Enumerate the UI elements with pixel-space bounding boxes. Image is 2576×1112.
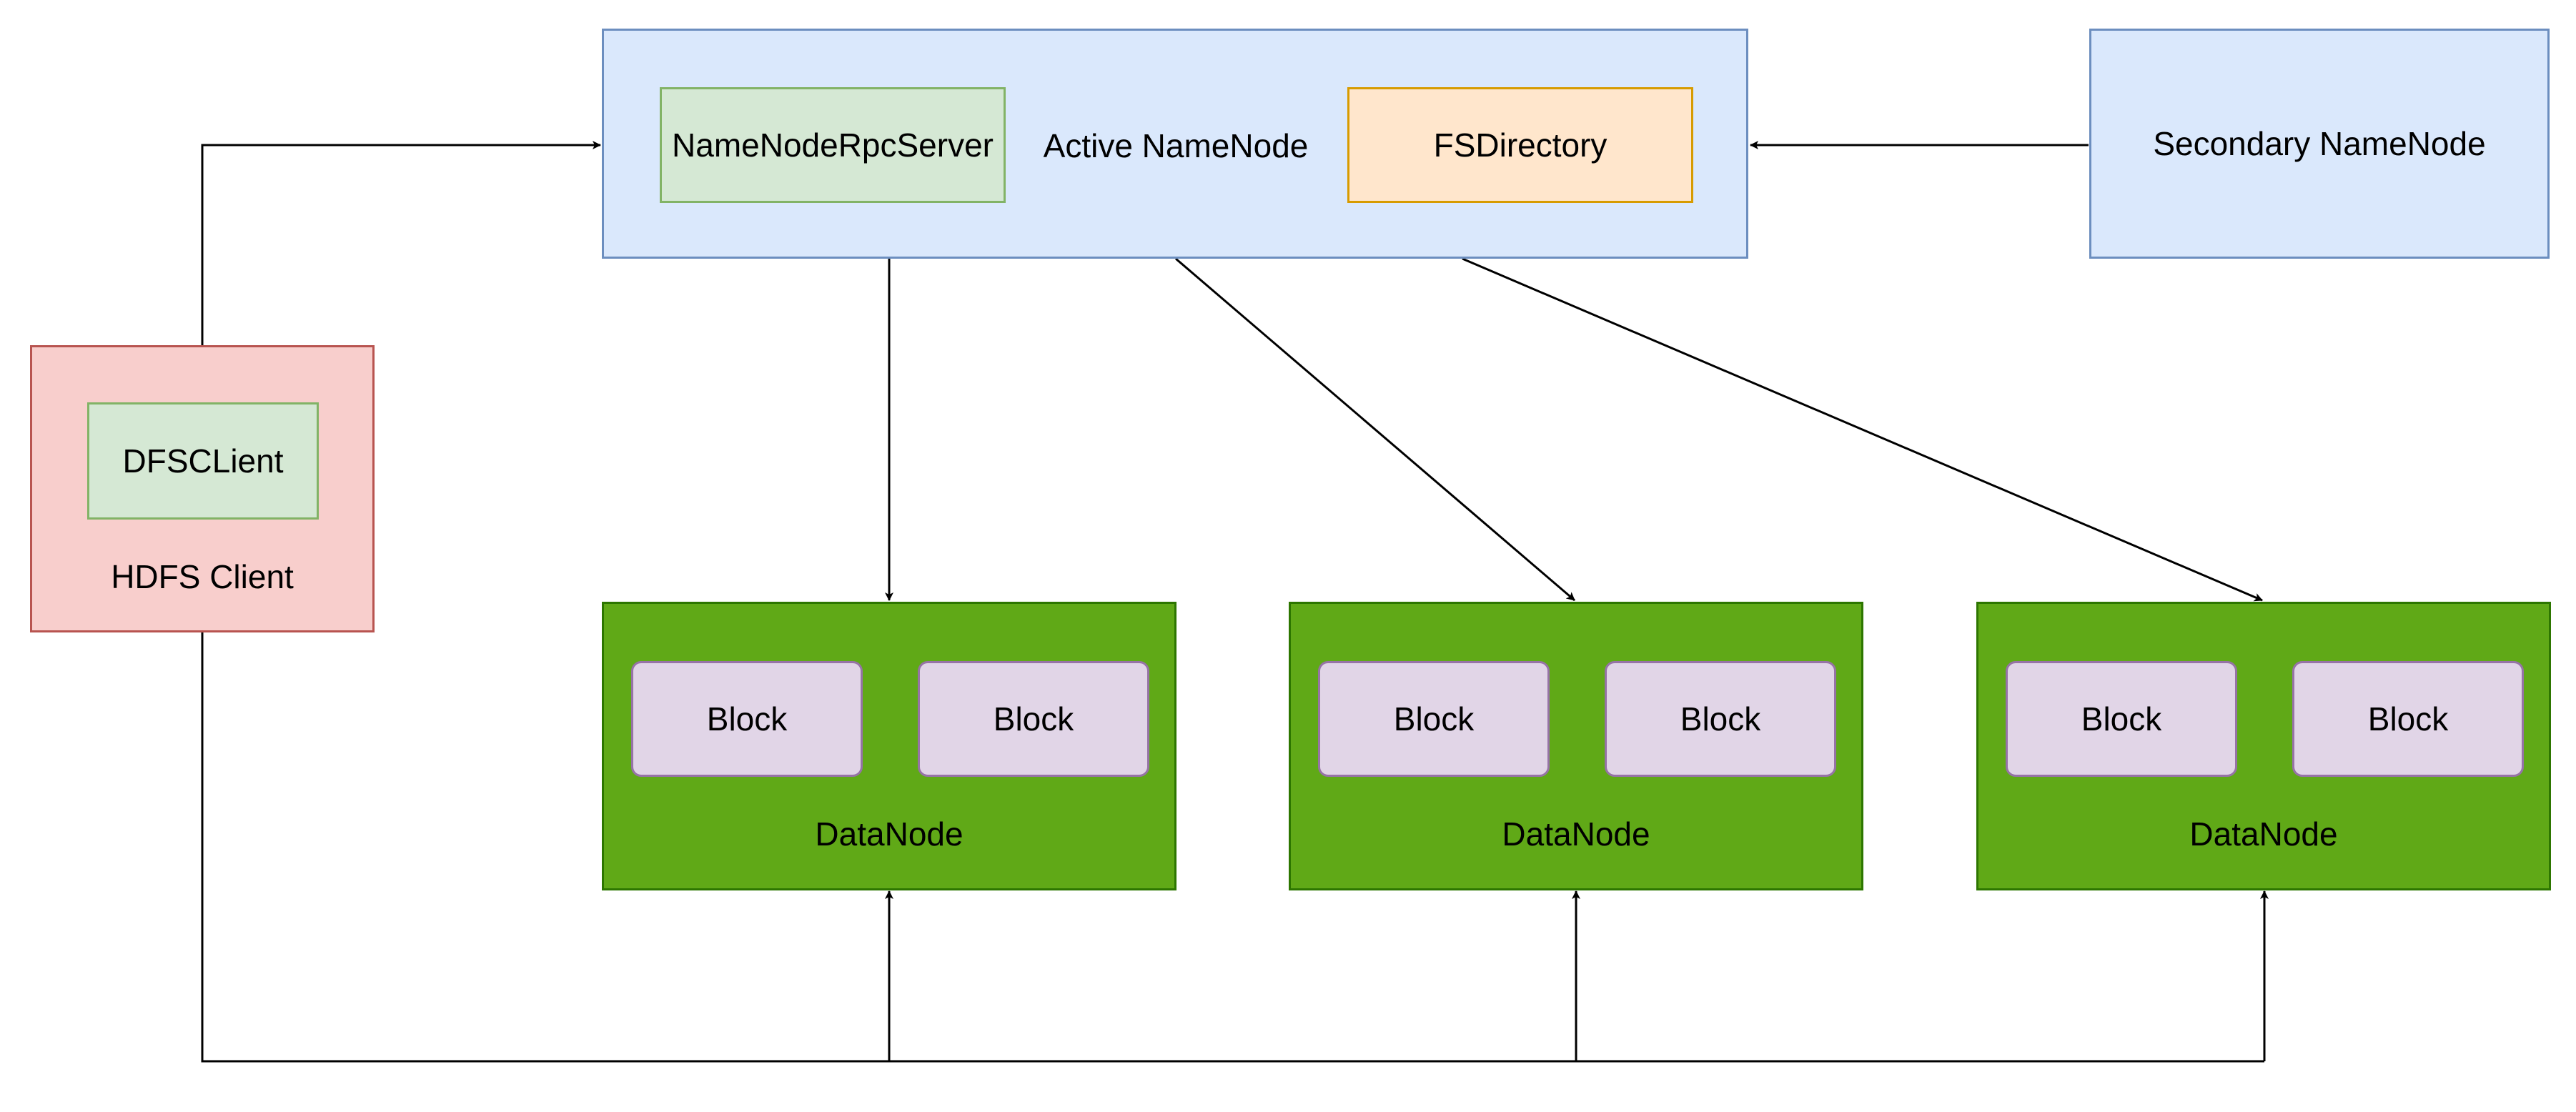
block-label: Block [1680, 700, 1761, 738]
block-label: Block [2367, 700, 2449, 738]
namenode-rpc-server: NameNodeRpcServer [660, 87, 1006, 203]
edge-client-to-namenode [201, 141, 601, 346]
dfs-client: DFSCLient [87, 402, 319, 520]
block-3-2: Block [2292, 661, 2524, 777]
datanode-label: DataNode [1502, 815, 1650, 853]
secondary-namenode-label: Secondary NameNode [2153, 125, 2486, 162]
block-label: Block [993, 700, 1074, 738]
datanode-2: Block Block DataNode [1289, 602, 1863, 890]
block-2-2: Block [1605, 661, 1836, 777]
hdfs-client: DFSCLient HDFS Client [30, 345, 375, 632]
secondary-namenode: Secondary NameNode [2089, 29, 2550, 259]
edge-namenode-to-datanode-2 [1175, 257, 1575, 602]
fs-directory: FSDirectory [1347, 87, 1693, 203]
active-namenode: NameNodeRpcServer Active NameNode FSDire… [602, 29, 1748, 259]
block-label: Block [1393, 700, 1475, 738]
edge-client-bus [201, 632, 2264, 1063]
dfs-client-label: DFSCLient [122, 442, 284, 480]
fs-directory-label: FSDirectory [1433, 126, 1607, 164]
hdfs-client-label: HDFS Client [111, 558, 294, 595]
block-3-1: Block [2006, 661, 2237, 777]
namenode-rpc-server-label: NameNodeRpcServer [672, 126, 994, 164]
block-2-1: Block [1318, 661, 1550, 777]
datanode-1: Block Block DataNode [602, 602, 1176, 890]
active-namenode-label: Active NameNode [1043, 127, 1309, 164]
edge-namenode-to-datanode-3 [1462, 257, 2263, 602]
datanode-label: DataNode [815, 815, 963, 853]
block-label: Block [706, 700, 788, 738]
block-1-1: Block [631, 661, 863, 777]
datanode-3: Block Block DataNode [1976, 602, 2551, 890]
datanode-label: DataNode [2189, 815, 2338, 853]
block-1-2: Block [918, 661, 1149, 777]
block-label: Block [2081, 700, 2162, 738]
